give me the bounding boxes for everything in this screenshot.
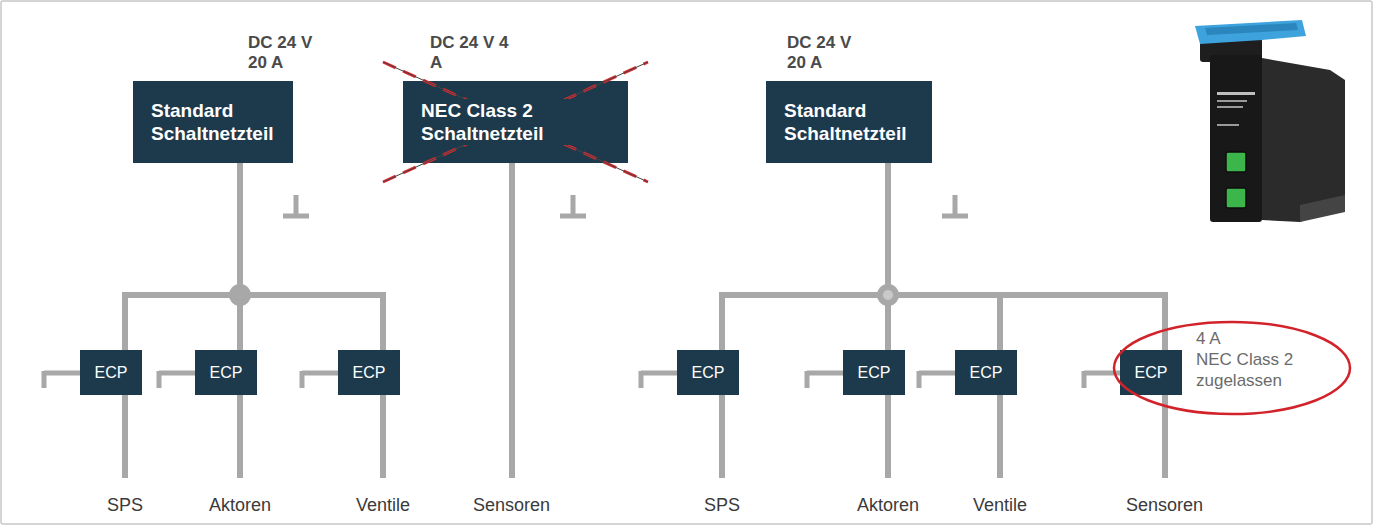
ground-symbol <box>44 371 80 388</box>
device-marking <box>1217 124 1239 126</box>
load-label: Ventile <box>973 494 1027 516</box>
box-title: Standard Schaltnetzteil <box>151 99 275 145</box>
device-clip <box>1195 20 1306 44</box>
box-label: ECP <box>692 363 725 383</box>
ground-symbol <box>919 371 955 388</box>
box-label: ECP <box>353 363 386 383</box>
device-marking <box>1217 92 1255 95</box>
box-label: ECP <box>1135 363 1168 383</box>
ecp-box: ECP <box>338 350 400 395</box>
load-label: Sensoren <box>473 494 550 516</box>
load-label: Aktoren <box>209 494 271 516</box>
device-front <box>1210 55 1262 222</box>
supply-wire <box>722 163 888 350</box>
cross-line <box>383 62 648 182</box>
junction-dot-center <box>883 290 893 300</box>
highlight-ellipse <box>1114 322 1350 414</box>
rating-label: DC 24 V 20 A <box>248 33 328 73</box>
device-marking <box>1217 106 1243 108</box>
ecp-box: ECP <box>843 350 905 395</box>
ground-symbol <box>942 195 968 216</box>
supply-wire <box>888 163 1000 350</box>
rating-label: DC 24 V 20 A <box>787 33 867 73</box>
supply-wire <box>240 163 383 350</box>
ground-symbol <box>159 371 195 388</box>
approval-note: NEC Class 2 zugelassen <box>1196 349 1308 391</box>
box-title: NEC Class 2 Schaltnetzteil <box>421 99 610 145</box>
load-label: SPS <box>704 494 740 516</box>
load-label: Aktoren <box>857 494 919 516</box>
load-wire <box>122 395 128 478</box>
load-label: Ventile <box>356 494 410 516</box>
ecp-box: ECP <box>955 350 1017 395</box>
cross-line <box>383 62 648 182</box>
power-supply-box: DC 24 V 20 AStandard Schaltnetzteil <box>133 81 293 163</box>
ecp-box: ECP <box>80 350 142 395</box>
ground-symbol <box>302 371 338 388</box>
power-supply-box: DC 24 V 20 AStandard Schaltnetzteil <box>766 81 932 163</box>
box-label: ECP <box>970 363 1003 383</box>
device-button <box>1226 152 1246 172</box>
load-label: SPS <box>107 494 143 516</box>
device-marking <box>1217 100 1247 102</box>
box-label: ECP <box>858 363 891 383</box>
load-wire <box>719 395 725 478</box>
ground-symbol <box>641 371 677 388</box>
ecp-box: ECP <box>1120 350 1182 395</box>
supply-wire <box>888 163 1165 350</box>
device-side <box>1262 58 1345 222</box>
load-label: Sensoren <box>1126 494 1203 516</box>
box-title: Standard Schaltnetzteil <box>784 99 914 145</box>
load-wire <box>380 395 386 478</box>
device-clip-slot <box>1205 23 1298 35</box>
junction-dot <box>877 284 899 306</box>
ecp-box: ECP <box>677 350 739 395</box>
load-wire <box>509 163 515 478</box>
ground-symbol <box>283 195 309 216</box>
box-label: ECP <box>95 363 128 383</box>
load-wire <box>237 395 243 478</box>
power-supply-box: DC 24 V 4 ANEC Class 2 Schaltnetzteil <box>403 81 628 163</box>
device-illustration <box>1195 20 1345 222</box>
device-button <box>1226 188 1246 208</box>
cross-out-mark <box>383 62 648 182</box>
cross-line <box>383 62 648 182</box>
box-label: ECP <box>210 363 243 383</box>
load-wire <box>885 395 891 478</box>
load-wires <box>125 163 1165 478</box>
approval-note: 4 A <box>1196 328 1221 349</box>
ground-symbol <box>807 371 843 388</box>
junction-dot <box>229 284 251 306</box>
supply-wire <box>125 163 240 350</box>
cross-line <box>383 62 648 182</box>
load-wire <box>997 395 1003 478</box>
device-foot <box>1300 195 1345 222</box>
rating-label: DC 24 V 4 A <box>430 33 510 73</box>
ground-symbol <box>560 195 586 216</box>
ecp-box: ECP <box>195 350 257 395</box>
